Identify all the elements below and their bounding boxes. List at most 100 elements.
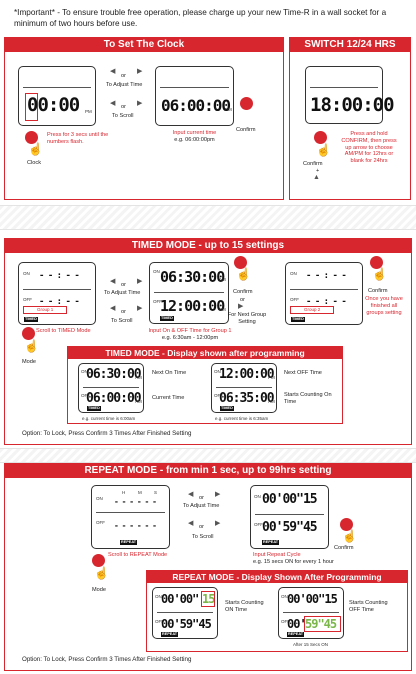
hand-pointer-icon: ☝ bbox=[372, 267, 387, 281]
next-group-text: For Next Group Setting bbox=[227, 312, 267, 325]
right-arrow-icon: ▶ bbox=[137, 305, 143, 312]
confirm-label: Confirm bbox=[368, 288, 388, 294]
scroll-label: To Scroll bbox=[112, 113, 134, 119]
repeat-tag: REPEAT bbox=[161, 632, 179, 637]
after-on-caption: After 15 Secs ON bbox=[293, 642, 329, 647]
section-separator bbox=[0, 448, 416, 463]
mode-label: Mode bbox=[92, 587, 106, 593]
up-arrow-icon: ◀ bbox=[110, 68, 116, 75]
confirm-button-icon[interactable] bbox=[340, 518, 353, 531]
lcd-divider bbox=[154, 292, 224, 293]
right-arrow-icon: ▶ bbox=[215, 520, 221, 527]
clock-digits: 06:00:00 bbox=[161, 96, 231, 115]
current-time-label: Current Time bbox=[152, 395, 185, 401]
am-indicator: AM bbox=[135, 399, 142, 404]
am-indicator: AM bbox=[268, 399, 275, 404]
press-instructions: Press for 3 secs until the numbers flash… bbox=[47, 132, 109, 145]
on-indicator: ON bbox=[155, 594, 162, 599]
off-main-digits: 00' bbox=[287, 617, 307, 631]
or-label: or bbox=[199, 524, 204, 530]
clock-label: Clock bbox=[27, 160, 41, 166]
lcd-divider bbox=[290, 289, 358, 290]
off-indicator: OFF bbox=[23, 297, 32, 302]
set-clock-title: To Set The Clock bbox=[5, 38, 283, 52]
or-label: or bbox=[121, 309, 126, 315]
or-label: or bbox=[240, 297, 245, 303]
input-time-text: Input current time bbox=[172, 130, 217, 136]
repeat-tag: REPEAT bbox=[120, 540, 138, 545]
confirm-label: Confirm bbox=[334, 545, 354, 551]
counting-off-label: Starts Counting OFF Time bbox=[349, 600, 388, 613]
or-label: or bbox=[121, 104, 126, 110]
confirm-button-icon[interactable] bbox=[240, 97, 253, 110]
off-time-digits: 12:00:00 bbox=[160, 297, 225, 315]
hand-pointer-icon: ☝ bbox=[28, 142, 43, 156]
off-indicator: OFF bbox=[254, 522, 263, 527]
or-label: or bbox=[121, 282, 126, 288]
off-indicator: OFF bbox=[155, 619, 164, 624]
on-time-digits: 06:30:00 bbox=[160, 268, 225, 286]
pm-indicator: PM bbox=[225, 107, 232, 112]
clock-button-icon[interactable] bbox=[25, 131, 38, 144]
timed-mode-title: TIMED MODE - up to 15 settings bbox=[5, 239, 411, 253]
or-label: or bbox=[121, 73, 126, 79]
input-cycle-example: e.g. 15 secs ON for every 1 hour bbox=[253, 559, 334, 565]
current-time-caption: e.g. current time is 6:00am bbox=[82, 416, 136, 421]
next-off-label: Next OFF Time bbox=[284, 370, 322, 376]
timed-lcd-group2: ON - - : - - OFF - - : - - Group 2 TIMED bbox=[285, 262, 363, 325]
off-indicator: OFF bbox=[96, 520, 105, 525]
right-arrow-icon: ▶ bbox=[137, 278, 143, 285]
repeat-lcd-blank: H M S ON - - - - - - OFF - - - - - - REP… bbox=[91, 485, 170, 549]
right-arrow-icon: ▶ bbox=[137, 100, 143, 107]
pm-indicator: PM bbox=[85, 109, 92, 114]
on-indicator: ON bbox=[281, 594, 288, 599]
adjust-time-label: To Adjust Time bbox=[104, 290, 141, 296]
counting-on-label: Starts Counting ON Time bbox=[225, 600, 264, 613]
switch-lcd: 18:00:00 bbox=[305, 66, 395, 124]
clock-digits: 18:00:00 bbox=[310, 94, 395, 116]
scroll-label: To Scroll bbox=[192, 534, 214, 540]
lcd-divider bbox=[255, 514, 324, 515]
counting-highlight-box bbox=[304, 616, 341, 632]
confirm-button-icon[interactable] bbox=[314, 131, 327, 144]
input-cycle-text: Input Repeat Cycle bbox=[253, 552, 301, 558]
seconds-highlight-box bbox=[201, 591, 215, 607]
up-arrow-icon: ◀ bbox=[188, 491, 194, 498]
confirm-button-icon[interactable] bbox=[234, 256, 247, 269]
timed-display-title: TIMED MODE - Display shown after program… bbox=[68, 347, 342, 359]
group-highlight-box bbox=[23, 306, 67, 314]
group-label: Group 1 bbox=[37, 307, 54, 312]
lcd-divider bbox=[83, 387, 139, 388]
next-on-label: Next On Time bbox=[152, 370, 187, 376]
left-arrow-icon: ◀ bbox=[188, 520, 194, 527]
repeat-display-title: REPEAT MODE - Display Shown After Progra… bbox=[147, 571, 407, 583]
off-indicator: OFF bbox=[214, 393, 223, 398]
h-indicator: H bbox=[122, 490, 126, 495]
m-indicator: M bbox=[138, 490, 142, 495]
group-label: Group 2 bbox=[304, 307, 321, 312]
confirm-label: Confirm bbox=[303, 161, 323, 167]
finished-groups-text: Once you have finished all groups settin… bbox=[365, 296, 403, 316]
group-highlight-box bbox=[290, 306, 334, 314]
off-indicator: OFF bbox=[281, 619, 290, 624]
on-cycle-digits: 00'00"15 bbox=[262, 492, 318, 507]
timed-display-lcd-a: ON 06:30:00 AM OFF 06:00:00 AM TIMED bbox=[78, 363, 144, 413]
mode-button-icon[interactable] bbox=[92, 554, 105, 567]
lcd-divider bbox=[216, 387, 272, 388]
confirm-button-icon[interactable] bbox=[370, 256, 383, 269]
on-indicator: ON bbox=[153, 269, 160, 274]
mode-button-icon[interactable] bbox=[22, 327, 35, 340]
on-dashes: - - - - - - bbox=[114, 497, 157, 506]
clock-lcd-initial: 00:00 PM bbox=[18, 66, 96, 126]
left-arrow-icon: ◀ bbox=[110, 305, 116, 312]
on-dashes: - - : - - bbox=[39, 271, 80, 281]
lock-option-text: Option: To Lock, Press Confirm 3 Times A… bbox=[22, 430, 192, 437]
repeat-lcd-input: ON 00'00"15 OFF 00'59"45 REPEAT bbox=[250, 485, 329, 549]
repeat-mode-title: REPEAT MODE - from min 1 sec, up to 99hr… bbox=[5, 464, 411, 478]
timed-lcd-blank: ON - - : - - OFF - - : - - Group 1 TIMED bbox=[18, 262, 96, 325]
input-time-example: e.g. 06:00:00pm bbox=[174, 137, 215, 143]
repeat-tag: REPEAT bbox=[287, 632, 305, 637]
scroll-repeat-text: Scroll to REPEAT Mode bbox=[108, 552, 168, 558]
lcd-divider bbox=[96, 512, 165, 513]
on-indicator: ON bbox=[214, 369, 221, 374]
